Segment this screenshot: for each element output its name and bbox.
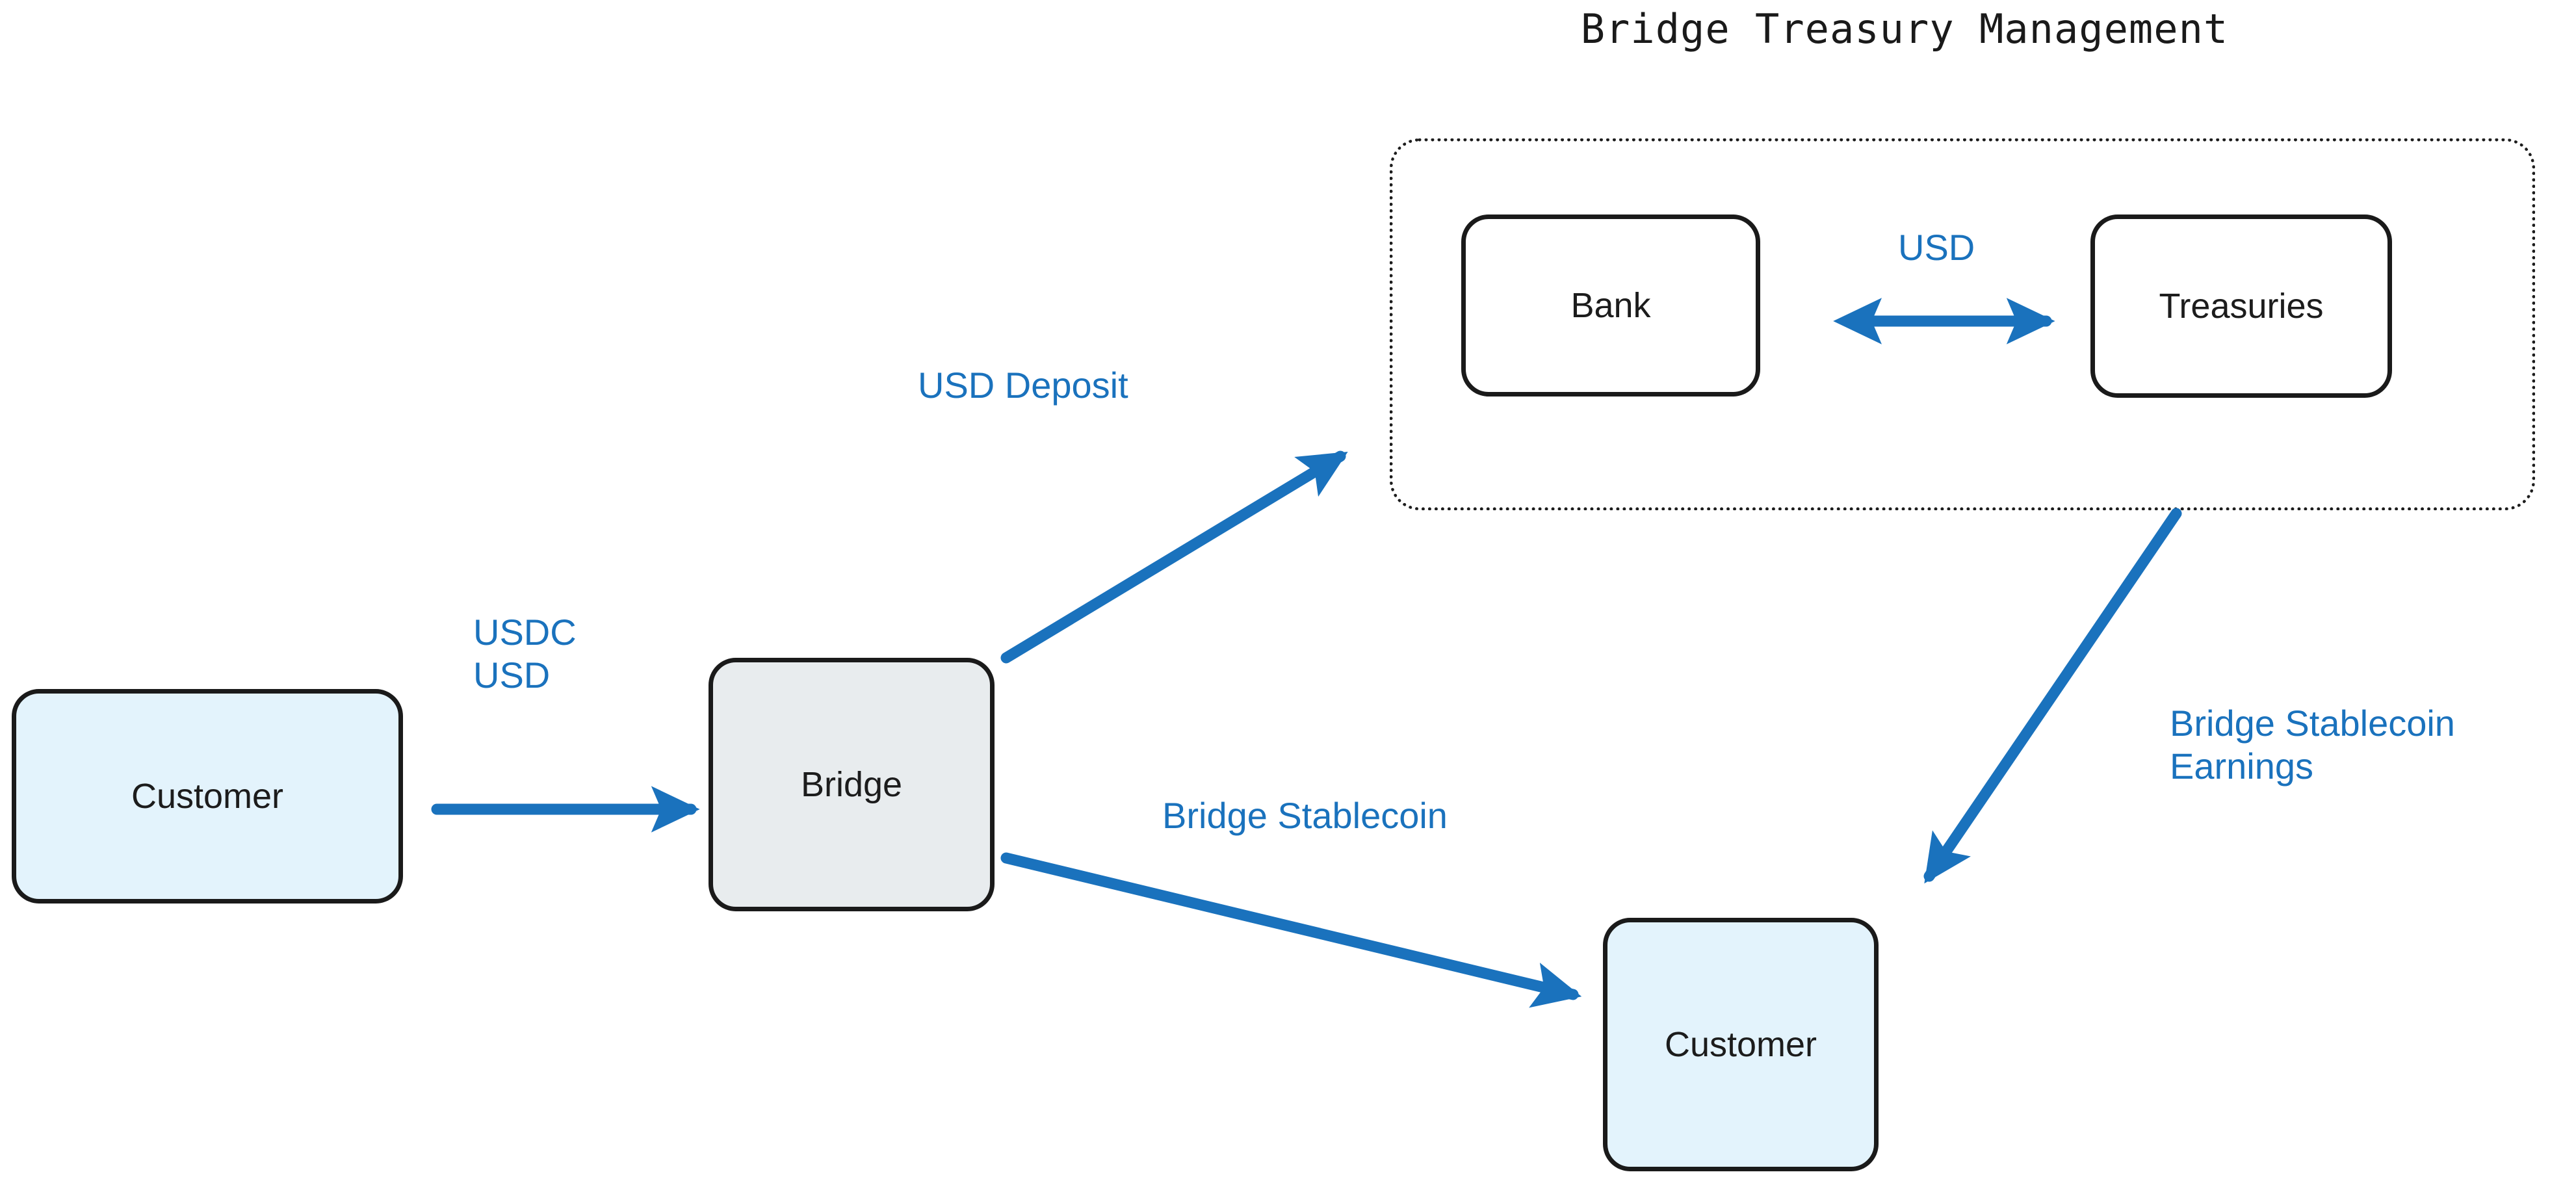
edge-bridge-to-treasury <box>1000 450 1348 664</box>
edge-label-usd-deposit: USD Deposit <box>918 365 1128 406</box>
edge-label-usd: USD <box>1898 227 1975 268</box>
edge-treasury-to-customer <box>1923 508 2182 884</box>
node-bridge[interactable]: Bridge <box>709 658 995 911</box>
node-treasuries[interactable]: Treasuries <box>2090 214 2392 398</box>
node-label: Customer <box>131 777 284 816</box>
node-bank[interactable]: Bank <box>1461 214 1760 396</box>
node-customer-right[interactable]: Customer <box>1603 918 1879 1171</box>
node-label: Customer <box>1664 1025 1817 1064</box>
node-label: Bank <box>1570 286 1651 325</box>
page-title: Bridge Treasury Management <box>1580 5 2229 53</box>
edge-label-customer-to-bridge: USDC USD <box>473 612 577 696</box>
edge-bridge-to-customer <box>1000 852 1582 1008</box>
edge-label-bridge-stablecoin-earnings: Bridge Stablecoin Earnings <box>2170 703 2455 787</box>
node-customer-left[interactable]: Customer <box>12 689 403 904</box>
node-label: Bridge <box>800 765 903 804</box>
edge-label-bridge-stablecoin: Bridge Stablecoin <box>1162 795 1448 836</box>
node-label: Treasuries <box>2159 287 2324 326</box>
